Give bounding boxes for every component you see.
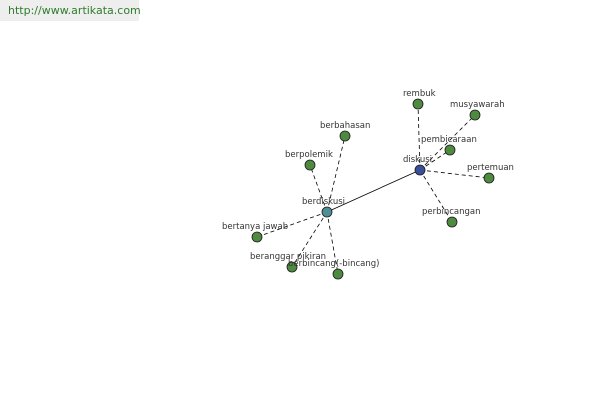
graph-nodes [251,98,495,280]
node-label-berpolemik: berpolemik [285,150,333,160]
edge-berdiskusi-bertanya-jawab [256,211,328,238]
node-diskusi[interactable] [414,164,426,176]
node-label-diskusi: diskusi [403,155,432,165]
node-label-rembuk: rembuk [403,89,436,99]
edge-diskusi-pertemuan [419,169,490,179]
edge-berdiskusi-berangggar-pikiran [291,211,328,268]
node-pertemuan[interactable] [483,172,495,184]
node-label-bertanya-jawab: bertanya jawab [222,222,288,232]
node-musyawarah[interactable] [469,109,481,121]
edge-berdiskusi-berpolemik [309,164,328,213]
edge-berdiskusi-berbahasan [326,135,346,213]
graph-edges [256,103,490,275]
node-perbincangan[interactable] [446,216,458,228]
node-label-musyawarah: musyawarah [450,100,505,110]
edge-diskusi-pembicaraan [419,149,451,171]
node-bertanya-jawab[interactable] [251,231,263,243]
graph-labels: diskusi berdiskusi rembuk musyawarah pembica… [222,89,514,269]
node-label-berangggar-pikiran: beranggar pikiran [250,252,326,262]
node-berbincang[interactable] [332,268,344,280]
edge-berdiskusi-berbincang [326,211,339,275]
edge-diskusi-berdiskusi [326,169,421,213]
source-url[interactable]: http://www.artikata.com [0,0,141,21]
node-berbahasan[interactable] [339,130,351,142]
node-rembuk[interactable] [412,98,424,110]
node-label-pembicaraan: pembicaraan [421,135,477,145]
node-berpolemik[interactable] [304,159,316,171]
node-label-pertemuan: pertemuan [467,163,514,173]
edge-diskusi-perbincangan [419,169,453,223]
node-berdiskusi[interactable] [321,206,333,218]
node-pembicaraan[interactable] [444,144,456,156]
node-label-perbincangan: perbincangan [422,207,481,217]
node-label-berbincang: berbincang(-bincang) [288,259,379,269]
node-berangggar-pikiran[interactable] [286,261,298,273]
node-label-berdiskusi: berdiskusi [302,197,345,207]
edge-diskusi-musyawarah [419,114,476,171]
node-label-berbahasan: berbahasan [320,121,370,131]
